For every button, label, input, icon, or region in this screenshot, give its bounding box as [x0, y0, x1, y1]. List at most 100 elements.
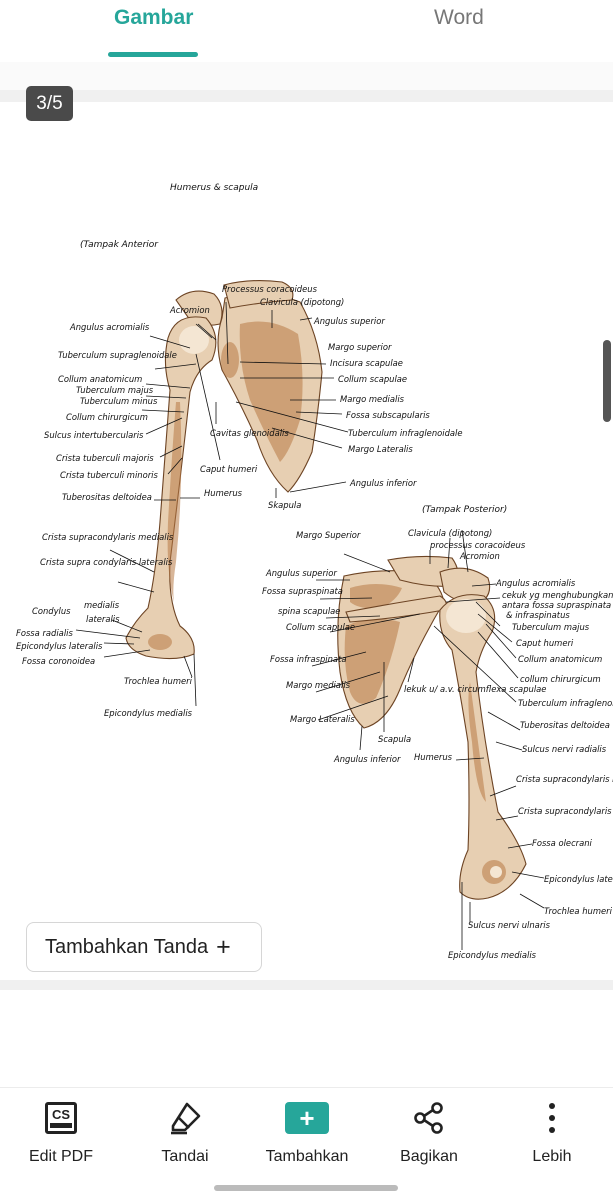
ant-label-collum-chirurgicum: Collum chirurgicum: [66, 412, 148, 422]
ant-label-fossa-coronoidea: Fossa coronoidea: [22, 656, 95, 666]
post-label-epicondylus-lateralis: Epicondylus lateralis: [544, 874, 613, 884]
ant-label-collum-scapulae: Collum scapulae: [338, 374, 407, 384]
post-label-collum-scapulae: Collum scapulae: [286, 622, 355, 632]
nav-lebih-label: Lebih: [532, 1148, 572, 1165]
ant-label-tuberositas-deltoidea: Tuberositas deltoidea: [62, 492, 152, 502]
nav-tandai[interactable]: Tandai: [130, 1098, 240, 1166]
tab-gambar[interactable]: Gambar: [114, 6, 194, 29]
anterior-leader-lines: [75, 301, 349, 707]
active-tab-indicator: [108, 52, 198, 57]
post-label-caput-humeri: Caput humeri: [516, 638, 574, 648]
post-label-sulcus-nervi-radialis: Sulcus nervi radialis: [522, 744, 607, 754]
nav-tambahkan-label: Tambahkan: [265, 1148, 349, 1165]
ant-label-cavitas-glenoidalis: Cavitas glenoidalis: [210, 428, 289, 438]
ant-label-epicondylus-medialis: Epicondylus medialis: [104, 708, 193, 718]
post-label-cekuk-3: & infraspinatus: [506, 610, 570, 620]
anatomy-diagram: Humerus & scapula (Tampak Anterior: [16, 183, 613, 960]
ant-label-clavicula: Clavicula (dipotong): [260, 297, 344, 307]
plus-icon: +: [216, 932, 231, 961]
post-label-margo-lateralis: Margo Lateralis: [290, 714, 355, 724]
ant-label-margo-lateralis: Margo Lateralis: [348, 444, 413, 454]
post-label-fossa-supraspinata: Fossa supraspinata: [262, 586, 343, 596]
post-label-crista-supracondylaris-medialis: Crista supracondylaris medialis: [516, 774, 613, 784]
post-label-scapula: Scapula: [378, 734, 411, 744]
ant-label-margo-superior: Margo superior: [328, 342, 392, 352]
nav-bagikan[interactable]: Bagikan: [374, 1098, 484, 1166]
post-label-crista-supracondylaris-lateralis: Crista supracondylaris lateralis: [518, 806, 613, 816]
ant-label-fossa-radialis: Fossa radialis: [16, 628, 73, 638]
nav-lebih[interactable]: Lebih: [497, 1098, 607, 1166]
post-label-angulus-acromialis: Angulus acromialis: [495, 578, 576, 588]
ant-label-angulus-superior: Angulus superior: [313, 316, 385, 326]
ant-label-acromion: Acromion: [169, 305, 210, 315]
ant-label-medialis: medialis: [84, 600, 120, 610]
post-label-lekuk: lekuk u/ a.v. circumflexa scapulae: [404, 684, 546, 694]
page-counter: 3/5: [26, 86, 73, 121]
ant-label-tuberculum-minus: Tuberculum minus: [80, 396, 158, 406]
post-label-fossa-olecrani: Fossa olecrani: [532, 838, 593, 848]
ant-label-margo-medialis: Margo medialis: [340, 394, 405, 404]
page-separator-top: [0, 90, 613, 102]
document-page[interactable]: Humerus & scapula (Tampak Anterior: [0, 102, 613, 980]
post-label-angulus-superior: Angulus superior: [265, 568, 337, 578]
nav-edit-pdf-label: Edit PDF: [28, 1148, 93, 1165]
post-label-angulus-inferior: Angulus inferior: [333, 754, 401, 764]
post-label-acromion: Acromion: [459, 551, 500, 561]
highlighter-icon: [171, 1102, 201, 1135]
ant-label-angulus-acromialis: Angulus acromialis: [69, 322, 150, 332]
ant-label-incisura-scapulae: Incisura scapulae: [330, 358, 403, 368]
share-icon: [414, 1102, 443, 1134]
bottom-navigation: CS Edit PDF Tandai + Tambahkan Bagikan: [0, 1087, 613, 1200]
post-label-tuberculum-majus: Tuberculum majus: [512, 622, 590, 632]
ant-label-tuberculum-supraglenoidale: Tuberculum supraglenoidale: [58, 350, 177, 360]
nav-bagikan-label: Bagikan: [400, 1148, 458, 1165]
post-label-humerus: Humerus: [414, 752, 453, 762]
page-separator-bottom: [0, 980, 613, 990]
anterior-humerus: [125, 316, 217, 660]
post-label-sulcus-nervi-ulnaris: Sulcus nervi ulnaris: [468, 920, 551, 930]
ant-label-condylus: Condylus: [32, 606, 71, 616]
ant-label-tuberculum-majus: Tuberculum majus: [76, 385, 154, 395]
tab-word[interactable]: Word: [434, 6, 484, 29]
post-label-cekuk-2: antara fossa supraspinata: [502, 600, 611, 610]
diagram-title: Humerus & scapula: [170, 183, 258, 193]
anterior-scapula: [175, 279, 323, 493]
post-label-fossa-infraspinata: Fossa infraspinata: [270, 654, 346, 664]
ant-label-collum-anatomicum: Collum anatomicum: [58, 374, 142, 384]
nav-tambahkan[interactable]: + Tambahkan: [252, 1098, 362, 1166]
post-label-collum-anatomicum: Collum anatomicum: [518, 654, 602, 664]
posterior-scapula: [337, 555, 491, 729]
posterior-leader-lines: [311, 529, 545, 950]
post-label-spina-scapulae: spina scapulae: [278, 606, 340, 616]
more-vertical-icon: [549, 1103, 555, 1133]
ant-label-scapula: Skapula: [268, 500, 301, 510]
nav-edit-pdf[interactable]: CS Edit PDF: [6, 1098, 116, 1166]
scrollbar-thumb[interactable]: [603, 340, 611, 422]
add-mark-button[interactable]: Tambahkan Tanda +: [26, 922, 262, 972]
ant-label-trochlea-humeri: Trochlea humeri: [124, 676, 193, 686]
ant-label-angulus-inferior: Angulus inferior: [349, 478, 417, 488]
anterior-view-label: (Tampak Anterior: [80, 240, 159, 250]
post-label-collum-chirurgicum: collum chirurgicum: [520, 674, 601, 684]
post-label-tuberositas-deltoidea: Tuberositas deltoidea: [520, 720, 610, 730]
ant-label-humerus: Humerus: [204, 488, 243, 498]
plus-icon: +: [285, 1102, 329, 1134]
cs-icon: CS: [45, 1102, 77, 1134]
post-label-margo-medialis: Margo medialis: [286, 680, 351, 690]
ant-label-fossa-subscapularis: Fossa subscapularis: [346, 410, 430, 420]
ant-label-sulcus-intertubercularis: Sulcus intertubercularis: [44, 430, 144, 440]
post-label-epicondylus-medialis: Epicondylus medialis: [448, 950, 537, 960]
nav-tandai-label: Tandai: [161, 1148, 209, 1165]
post-label-tuberculum-infraglenoidale: Tuberculum infraglenoidale: [518, 698, 613, 708]
post-label-trochlea-humeri: Trochlea humeri: [544, 906, 613, 916]
posterior-humerus: [439, 594, 527, 900]
home-indicator[interactable]: [214, 1185, 398, 1191]
ant-label-lateralis: lateralis: [86, 614, 120, 624]
ant-label-epicondylus-lateralis: Epicondylus lateralis: [16, 641, 103, 651]
next-page-area: [0, 990, 613, 1087]
post-label-processus-coracoideus: processus coracoideus: [429, 540, 526, 550]
post-label-clavicula: Clavicula (dipotong): [408, 528, 492, 538]
ant-label-crista-tuberculi-majoris: Crista tuberculi majoris: [56, 453, 154, 463]
document-viewer[interactable]: Humerus & scapula (Tampak Anterior: [0, 62, 613, 1087]
ant-label-tuberculum-infraglenoidale: Tuberculum infraglenoidale: [348, 428, 463, 438]
